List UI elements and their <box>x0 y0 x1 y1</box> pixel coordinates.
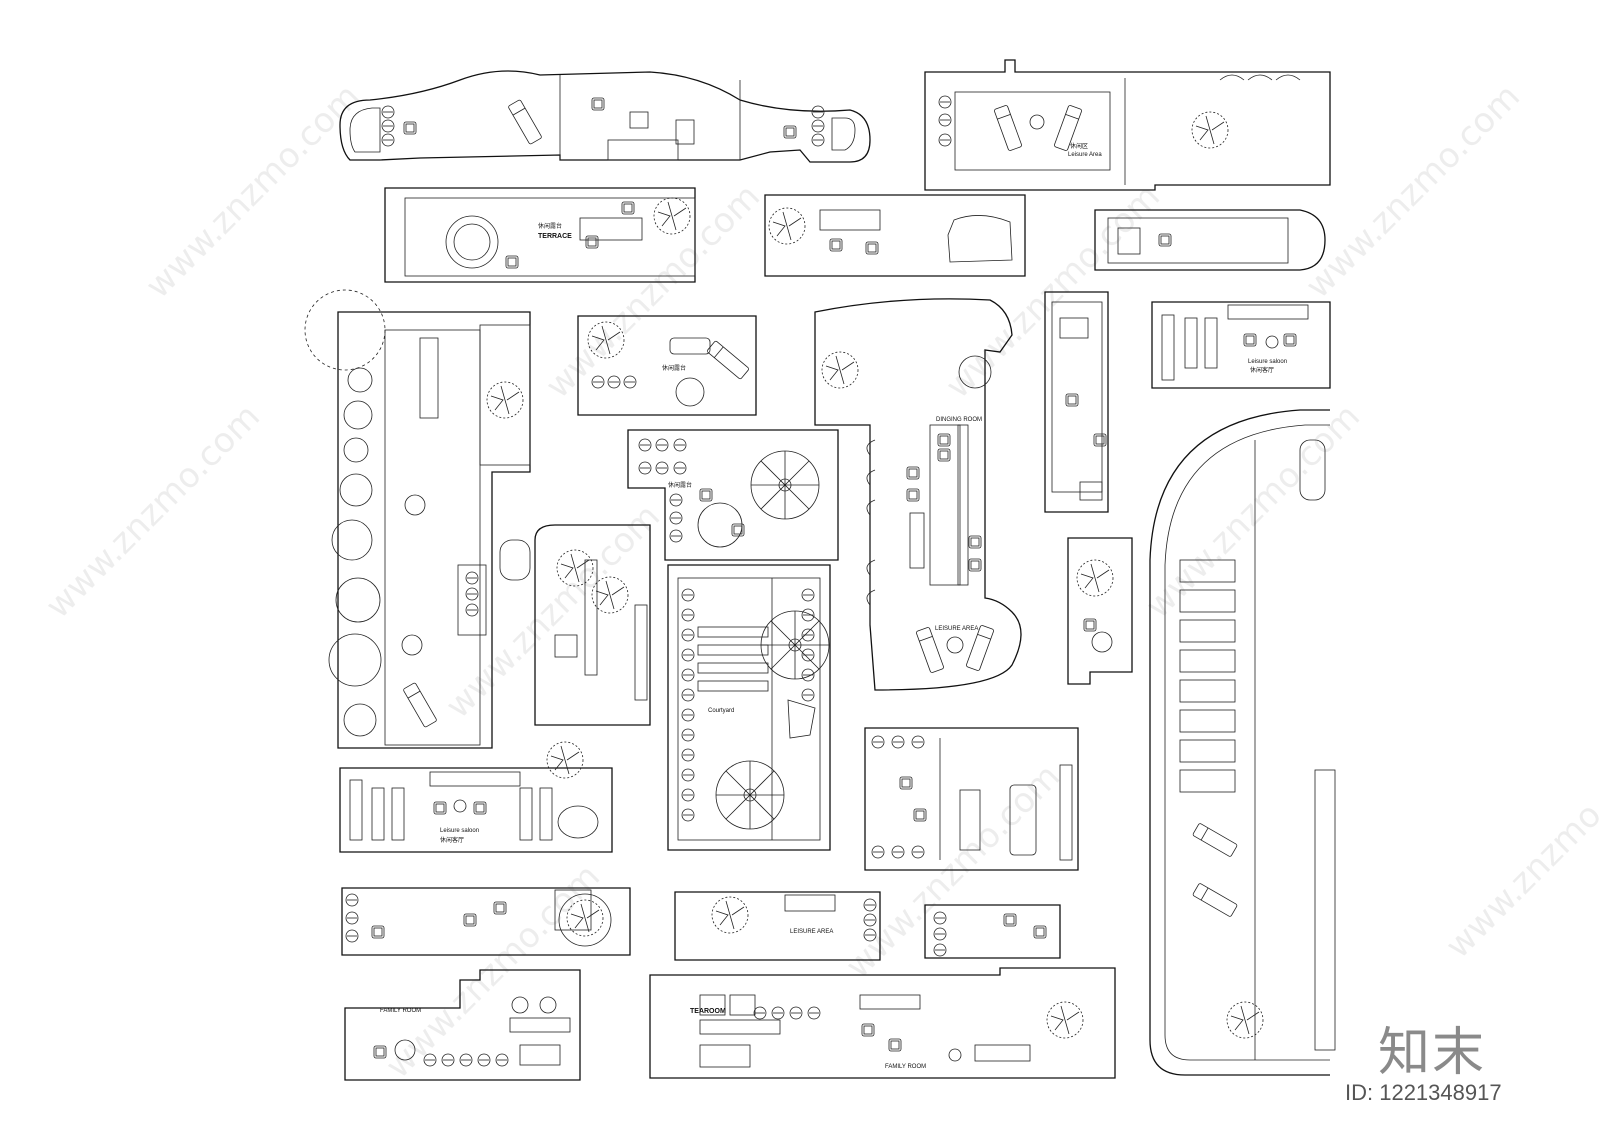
watermark: www.znzmo.com <box>138 76 368 306</box>
room-leisure-terrace-small: 休闲露台 <box>577 315 757 416</box>
terrace-label-cn: 休闲露台 <box>538 222 562 230</box>
room-leisure-saloon-left: Leisure saloon 休闲客厅 <box>339 741 613 853</box>
tearoom-label: TEAROOM <box>690 1008 726 1015</box>
watermark: www.znzmo.com <box>378 856 608 1086</box>
watermark: www.znzmo.com <box>838 756 1068 986</box>
room-narrow-deck <box>1044 291 1109 513</box>
leisure-area-label: Leisure Area <box>1068 152 1102 158</box>
room-piano-lounge <box>764 194 1026 277</box>
room-wood-deck <box>304 289 531 749</box>
watermark: www.znzmo.com <box>538 176 768 406</box>
room-umbrella-pavilion: 休闲露台 <box>627 429 839 561</box>
room-leisure-area-small: LEISURE AREA <box>674 891 881 961</box>
room-courtyard: Courtyard <box>667 564 831 851</box>
room-family-left: FAMILY ROOM <box>344 969 581 1081</box>
watermark: www.znzmo.com <box>438 496 668 726</box>
room-leisure-area: 休闲区 Leisure Area <box>924 59 1331 191</box>
room-lounge-bottom-left <box>341 887 631 956</box>
room-large-right <box>1149 409 1336 1076</box>
leisure-saloon-left-label: Leisure saloon <box>440 828 479 834</box>
room-study <box>924 904 1061 959</box>
leisure-saloon-top-label: Leisure saloon <box>1248 359 1287 365</box>
room-garden-mid <box>499 524 651 726</box>
family-room-mid-label: FAMILY ROOM <box>885 1064 926 1070</box>
leisure-area-label-cn: 休闲区 <box>1070 142 1088 150</box>
brand-logo: 知末 <box>1378 1023 1487 1083</box>
room-dining: DINGING ROOM LEISURE AREA <box>814 298 1022 691</box>
leisure-pavilion-label-cn: 休闲露台 <box>668 481 692 489</box>
room-deck-right <box>1094 209 1326 271</box>
terrace-label: TERRACE <box>538 233 572 240</box>
leisure-area-dining-label: LEISURE AREA <box>935 626 978 632</box>
room-small-garden-right <box>1067 537 1133 685</box>
leisure-area-small-label: LEISURE AREA <box>790 929 833 935</box>
watermark: www.znzmo.com <box>1298 76 1528 306</box>
leisure-terrace-label-cn: 休闲露台 <box>662 364 686 372</box>
room-family-mid: TEAROOM FAMILY ROOM <box>649 967 1116 1079</box>
watermark: www.znzmo.com <box>1138 396 1368 626</box>
family-room-left-label: FAMILY ROOM <box>380 1008 421 1014</box>
room-terrace: 休闲露台 TERRACE <box>384 187 696 283</box>
dining-room-label: DINGING ROOM <box>936 417 982 423</box>
hedge-trees <box>304 289 386 737</box>
watermark: www.znzmo.com <box>38 396 268 626</box>
watermark: www.znzmo.com <box>1438 736 1600 966</box>
leisure-saloon-top-label-cn: 休闲客厅 <box>1250 366 1274 374</box>
room-curvy-lounge <box>339 70 871 163</box>
room-gym <box>864 727 1079 871</box>
courtyard-label: Courtyard <box>708 708 734 714</box>
room-leisure-saloon-top: Leisure saloon 休闲客厅 <box>1151 301 1331 389</box>
image-id-label: ID: 1221348917 <box>1345 1080 1502 1105</box>
leisure-saloon-left-label-cn: 休闲客厅 <box>440 836 464 844</box>
